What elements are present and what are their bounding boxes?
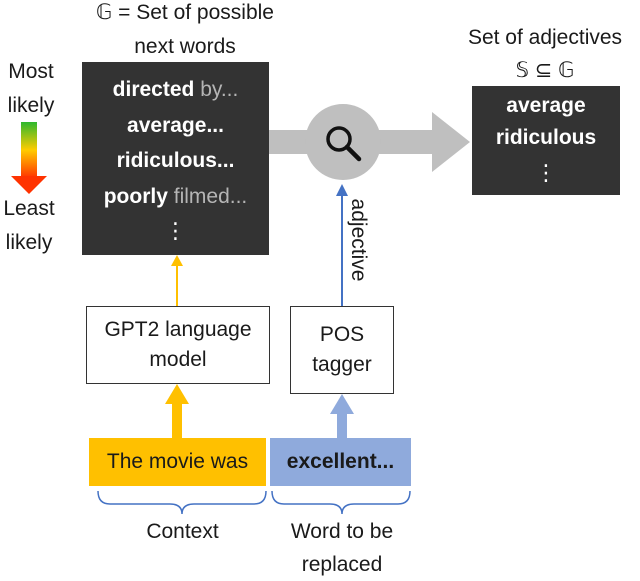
context-token: The movie was	[89, 438, 266, 486]
gpt2-language-model-box: GPT2 language model	[86, 306, 270, 384]
candidate-set-title-line1: 𝔾 = Set of possible	[96, 1, 274, 24]
most-likely-line2: likely	[7, 94, 55, 117]
pos-tagger-box: POS tagger	[290, 306, 394, 394]
candidate-continuation: by...	[194, 78, 239, 101]
magnifier-icon	[326, 126, 362, 162]
adjective-set-title-line1: Set of adjectives	[467, 26, 623, 49]
adjective-set-box: average ridiculous ⋮	[472, 86, 620, 195]
candidate-word: poorly	[103, 185, 168, 208]
adjective-word: ridiculous	[495, 126, 597, 149]
gpt2-label-line2: model	[149, 348, 207, 371]
least-likely-line1: Least	[3, 197, 55, 220]
candidate-set-title-line2: next words	[134, 35, 236, 58]
candidate-row-poorly: poorly filmed...	[82, 182, 269, 212]
candidate-word: ridiculous...	[116, 149, 235, 172]
pos-label-line2: tagger	[312, 353, 372, 376]
candidate-word: average...	[127, 114, 224, 137]
context-bracket	[97, 490, 267, 515]
target-label-line2: replaced	[301, 553, 383, 576]
adjective-row-average: average	[472, 91, 620, 121]
adjective-set-title-line2: 𝕊 ⊆ 𝔾	[515, 59, 575, 82]
adjective-word: average	[506, 94, 586, 117]
candidate-row-average: average...	[82, 111, 269, 141]
candidate-word: directed	[112, 78, 195, 101]
least-likely-line2: likely	[5, 231, 53, 254]
target-bracket	[271, 490, 411, 515]
adjective-ellipsis: ⋮	[535, 160, 557, 185]
most-likely-line1: Most	[8, 60, 54, 83]
filter-arrow	[268, 104, 470, 180]
adjective-row-ridiculous: ridiculous	[472, 123, 620, 153]
context-input-arrow	[165, 384, 189, 438]
pos-label-line1: POS	[319, 323, 365, 346]
pos-output-arrow	[336, 184, 348, 306]
candidate-row-ridiculous: ridiculous...	[82, 146, 269, 176]
adjective-filter-label: adjective	[347, 198, 370, 282]
target-word-token: excellent...	[270, 438, 411, 486]
candidate-ellipsis: ⋮	[164, 218, 187, 243]
gpt2-label-line1: GPT2 language	[104, 318, 252, 341]
target-input-arrow	[330, 394, 354, 438]
gpt2-output-arrow	[171, 255, 183, 306]
candidate-row-directed: directed by...	[82, 75, 269, 105]
candidate-continuation: filmed...	[167, 185, 248, 208]
target-label-line1: Word to be	[290, 520, 394, 543]
candidate-set-box: directed by... average... ridiculous... …	[82, 62, 269, 255]
likelihood-gradient-arrow	[11, 122, 47, 194]
context-label: Context	[146, 520, 219, 543]
